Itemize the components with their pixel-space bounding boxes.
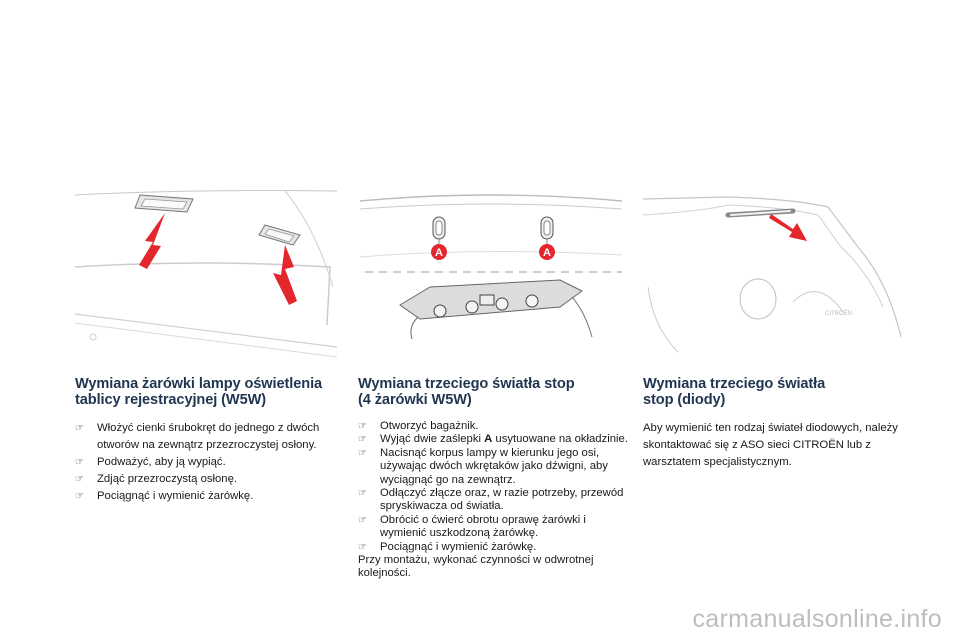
- section-title: Wymiana trzeciego światła stop(4 żarówki…: [358, 376, 575, 408]
- section-body: Aby wymienić ten rodzaj świateł diodowyc…: [643, 422, 898, 468]
- svg-text:A: A: [435, 247, 443, 259]
- step-item: Nacisnąć korpus lampy w kierunku jego os…: [358, 447, 628, 487]
- step-item: Obrócić o ćwierć obrotu oprawę żarówki i…: [358, 514, 628, 541]
- step-item: Pociągnąć i wymienić żarówkę.: [75, 488, 345, 505]
- badge-a-left: A: [431, 244, 447, 260]
- plate-lamp-left: [134, 194, 194, 213]
- illustration-brake-light-bulbs: A A: [360, 187, 622, 362]
- step-list: Włożyć cienki śrubokręt do jednego z dwó…: [75, 420, 345, 505]
- badge-a-right: A: [539, 244, 555, 260]
- step-item: Podważyć, aby ją wypiąć.: [75, 454, 345, 471]
- cap-a-left: [432, 216, 446, 245]
- step-list: Otworzyć bagażnik. Wyjąć dwie zaślepki A…: [358, 420, 628, 554]
- step-item: Odłączyć złącze oraz, w razie potrzeby, …: [358, 487, 628, 514]
- step-item: Zdjąć przezroczystą osłonę.: [75, 471, 345, 488]
- led-brake-light: [725, 208, 796, 218]
- illustration-plate-lamp: [75, 187, 337, 362]
- svg-text:A: A: [543, 247, 551, 259]
- cap-a-right: [540, 216, 554, 245]
- step-item: Otworzyć bagażnik.: [358, 420, 628, 434]
- plate-lamp-right: [258, 224, 301, 246]
- section-brake-light-bulbs: Wymiana trzeciego światła stop(4 żarówki…: [358, 376, 628, 581]
- step-item: Włożyć cienki śrubokręt do jednego z dwó…: [75, 420, 345, 454]
- watermark: carmanualsonline.info: [692, 605, 942, 633]
- step-item: Wyjąć dwie zaślepki A usytuowane na okła…: [358, 433, 628, 447]
- arrow-icon: [139, 213, 297, 305]
- step-item: Pociągnąć i wymienić żarówkę.: [358, 541, 628, 555]
- arrow-icon: [769, 214, 807, 241]
- label-a: A: [484, 433, 493, 446]
- illustration-led-brake-light: CITROËN: [643, 187, 905, 362]
- car-badge: CITROËN: [825, 310, 852, 317]
- reassembly-note: Przy montażu, wykonać czynności w odwrot…: [358, 554, 594, 580]
- brake-light-assembly: [399, 279, 593, 340]
